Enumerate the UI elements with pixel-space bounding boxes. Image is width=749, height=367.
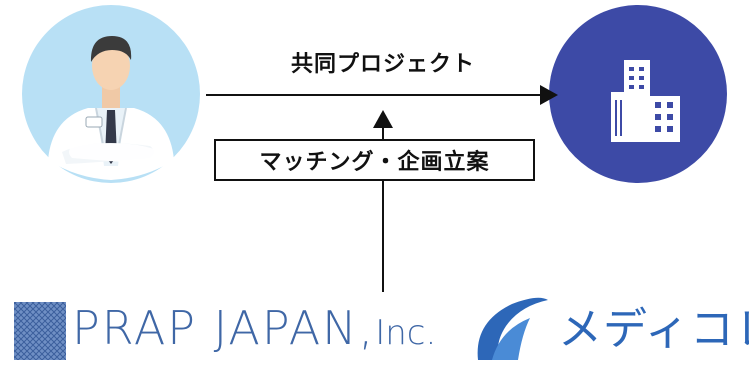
- prap-japan-name: PRAP JAPAN,: [72, 301, 376, 355]
- doctor-node: [22, 5, 200, 183]
- doctor-icon: [48, 36, 174, 180]
- office-building-icon: [611, 60, 680, 142]
- matching-planning-box: マッチング・企画立案: [214, 139, 535, 181]
- matching-planning-label: マッチング・企画立案: [259, 150, 490, 175]
- medicolle-logo-mark: [477, 297, 548, 360]
- medicolle-logo-text: メディコレ: [558, 304, 749, 355]
- prap-japan-logo-text: PRAP JAPAN,Inc.: [72, 298, 436, 363]
- prap-japan-inc: Inc.: [375, 313, 437, 353]
- prap-logo-mark: [14, 302, 66, 360]
- company-node: [549, 5, 727, 183]
- joint-project-label: 共同プロジェクト: [290, 52, 475, 77]
